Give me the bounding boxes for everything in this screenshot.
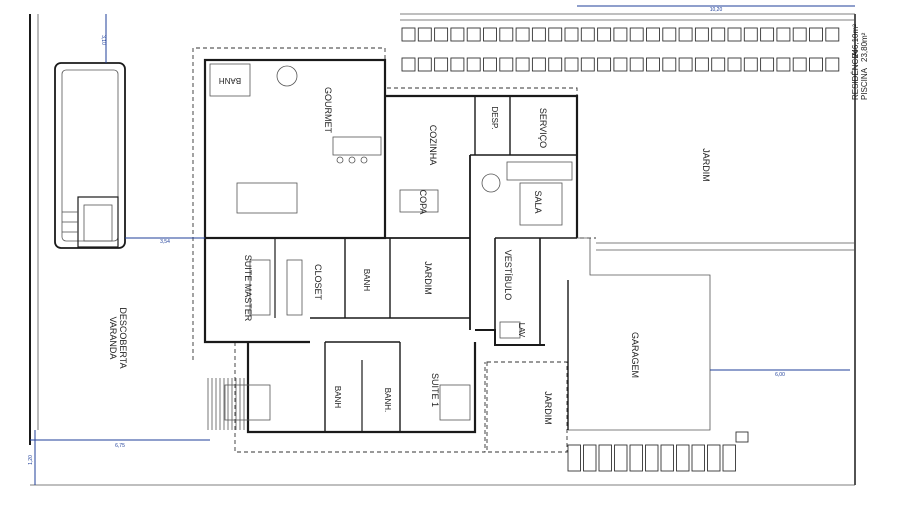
- paving-tiles-bottom: [567, 431, 749, 472]
- room-suite1: SUITE 1: [430, 373, 440, 407]
- room-lav: LAV: [517, 323, 526, 338]
- area-piscina-value: 23,80m²: [860, 32, 869, 62]
- room-jardim-south: JARDIM: [543, 391, 553, 425]
- dim-bottom-left-vertical: 1,20: [28, 455, 34, 465]
- furniture: [209, 63, 573, 421]
- room-desp: DESP.: [490, 107, 499, 130]
- area-piscina-label: PISCINA: [860, 67, 869, 100]
- room-servico: SERVIÇO: [538, 108, 548, 148]
- dimension-lines: [30, 5, 855, 485]
- dim-top-right: 10,20: [710, 7, 723, 13]
- dim-bottom-left: 6,75: [115, 443, 125, 449]
- stairs: [207, 378, 245, 430]
- room-vestibulo: VESTÍBULO: [503, 250, 513, 301]
- room-garagem: GARAGEM: [630, 332, 640, 378]
- room-jardim-east: JARDIM: [701, 148, 711, 182]
- paving-tiles-top: [401, 27, 840, 72]
- room-gourmet: GOURMET: [323, 87, 333, 134]
- dim-pool-top: 3,10: [100, 35, 106, 45]
- garage-block: [486, 237, 855, 453]
- room-sala: SALA: [533, 190, 543, 213]
- room-cozinha: COZINHA: [428, 125, 438, 166]
- pool: [54, 62, 126, 249]
- room-banh-top: BANH: [219, 76, 241, 85]
- room-copa: COPA: [418, 190, 428, 215]
- roof-outline: [192, 47, 596, 453]
- exterior-walls: [203, 58, 579, 434]
- room-suite-master: SUITE MASTER: [243, 255, 253, 322]
- room-closet: CLOSET: [313, 264, 323, 301]
- room-jardim-center: JARDIM: [423, 261, 433, 295]
- room-banh-left: BANH: [333, 386, 342, 408]
- room-banh-right: BANH.: [383, 388, 392, 412]
- room-varanda: VARANDA: [108, 317, 118, 360]
- room-descoberta: DESCOBERTA: [118, 307, 128, 368]
- area-residencia-label: RESIDÊNCIA: [851, 50, 860, 100]
- dim-garage: 6,00: [775, 372, 785, 378]
- room-banh-master: BANH: [362, 269, 371, 291]
- dim-pool-right: 3,54: [160, 239, 170, 245]
- lot-boundary: [29, 13, 856, 486]
- area-residencia-value: 246,10m²: [851, 24, 860, 58]
